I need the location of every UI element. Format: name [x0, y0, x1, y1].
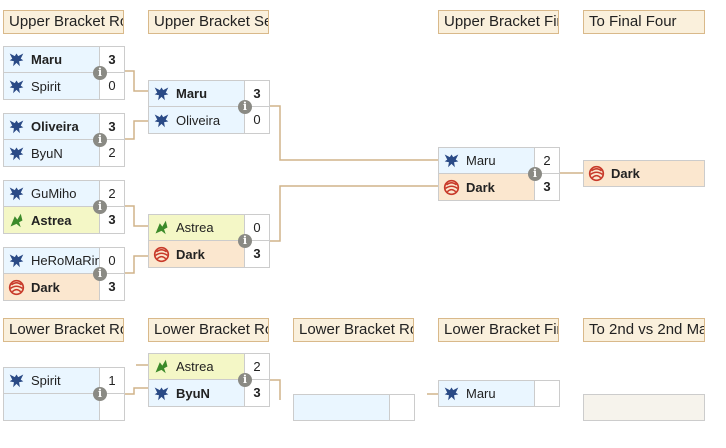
player-row[interactable]: Maru 3 [3, 46, 125, 73]
player-name[interactable]: Astrea [176, 359, 214, 374]
match-info-icon[interactable]: i [238, 100, 252, 114]
player-name[interactable]: Dark [611, 166, 640, 181]
player-row[interactable]: Astrea 0 [148, 214, 270, 241]
header-upper-bracket-semifinals: Upper Bracket Semifinals [148, 10, 269, 34]
match-ub1-4: HeRoMaRinE 0 Dark 3 i [3, 247, 125, 301]
match-lb3-1 [293, 394, 415, 448]
match-ub2-1: Maru 3 Oliveira 0 i [148, 80, 270, 134]
player-row[interactable]: GuMiho 2 [3, 180, 125, 207]
match-lb-final: Maru [438, 380, 560, 434]
player-row[interactable]: Oliveira 0 [148, 107, 270, 134]
player-name[interactable]: Dark [466, 179, 495, 195]
player-name[interactable]: Oliveira [176, 112, 221, 128]
player-name[interactable]: ByuN [31, 145, 63, 161]
match-info-icon[interactable]: i [93, 387, 107, 401]
match-ub1-2: Oliveira 3 ByuN 2 i [3, 113, 125, 167]
match-info-icon[interactable]: i [528, 167, 542, 181]
header-lower-bracket-round1: Lower Bracket Round 1 [3, 318, 124, 342]
player-score: 3 [534, 174, 559, 200]
player-row[interactable]: Astrea 2 [148, 353, 270, 380]
match-ub2-2: Astrea 0 Dark 3 i [148, 214, 270, 268]
zerg-icon [588, 165, 605, 182]
player-name[interactable]: Maru [31, 52, 63, 67]
header-lower-bracket-final: Lower Bracket Final [438, 318, 559, 342]
header-to-2nd-vs-2nd: To 2nd vs 2nd Match [583, 318, 705, 342]
player-score: 0 [244, 215, 269, 240]
player-row[interactable]: Oliveira 3 [3, 113, 125, 140]
terran-icon [8, 252, 25, 269]
zerg-icon [443, 179, 460, 196]
player-row[interactable]: Maru 2 [438, 147, 560, 174]
player-row[interactable]: Dark 3 [3, 274, 125, 301]
player-row[interactable]: HeRoMaRinE 0 [3, 247, 125, 274]
player-row[interactable]: Spirit 0 [3, 73, 125, 100]
player-row[interactable] [583, 394, 705, 421]
player-row[interactable]: ByuN 2 [3, 140, 125, 167]
terran-icon [443, 385, 460, 402]
header-to-final-four: To Final Four [583, 10, 705, 34]
player-score: 3 [99, 114, 124, 139]
player-name[interactable]: HeRoMaRinE [31, 253, 99, 268]
player-row[interactable]: Maru 3 [148, 80, 270, 107]
player-row[interactable]: Maru [438, 380, 560, 407]
terran-icon [8, 185, 25, 202]
match-info-icon[interactable]: i [238, 373, 252, 387]
advancer-final-four: Dark [583, 160, 705, 187]
match-lb1-1: Spirit 1 i [3, 367, 125, 421]
protoss-icon [8, 212, 25, 229]
match-ub1-1: Maru 3 Spirit 0 i [3, 46, 125, 100]
player-name[interactable]: Maru [466, 153, 496, 168]
player-name[interactable]: Dark [31, 279, 60, 295]
player-row[interactable] [3, 394, 125, 421]
player-row[interactable]: Dark [583, 160, 705, 187]
zerg-icon [153, 246, 170, 263]
protoss-icon [153, 358, 170, 375]
terran-icon [153, 112, 170, 129]
player-row[interactable]: ByuN 3 [148, 380, 270, 407]
player-name[interactable]: Dark [176, 246, 205, 262]
player-name[interactable]: Maru [466, 386, 496, 401]
player-name[interactable]: Oliveira [31, 119, 79, 134]
terran-icon [153, 85, 170, 102]
header-lower-bracket-round2: Lower Bracket Round 2 [148, 318, 269, 342]
header-upper-bracket-round1: Upper Bracket Round 1 [3, 10, 124, 34]
player-row[interactable]: Astrea 3 [3, 207, 125, 234]
player-name[interactable]: Spirit [31, 373, 61, 388]
match-lb2-1: Astrea 2 ByuN 3 i [148, 353, 270, 407]
match-ub-final: Maru 2 Dark 3 i [438, 147, 560, 201]
match-info-icon[interactable]: i [93, 133, 107, 147]
header-upper-bracket-final: Upper Bracket Final [438, 10, 559, 34]
terran-icon [153, 385, 170, 402]
player-row[interactable]: Dark 3 [438, 174, 560, 201]
bracket-connectors [122, 70, 583, 400]
player-row[interactable] [293, 394, 415, 421]
terran-icon [443, 152, 460, 169]
zerg-icon [8, 279, 25, 296]
match-info-icon[interactable]: i [93, 66, 107, 80]
terran-icon [8, 145, 25, 162]
terran-icon [8, 51, 25, 68]
player-name[interactable]: Astrea [31, 212, 72, 228]
match-info-icon[interactable]: i [238, 234, 252, 248]
header-lower-bracket-round3: Lower Bracket Round 3 [293, 318, 414, 342]
player-row[interactable]: Spirit 1 [3, 367, 125, 394]
match-ub1-3: GuMiho 2 Astrea 3 i [3, 180, 125, 234]
player-name[interactable]: ByuN [176, 385, 210, 401]
match-info-icon[interactable]: i [93, 200, 107, 214]
match-info-icon[interactable]: i [93, 267, 107, 281]
player-score: 2 [99, 140, 124, 166]
advancer-2nd-match [583, 394, 705, 421]
player-score: 3 [244, 81, 269, 106]
terran-icon [8, 372, 25, 389]
player-name[interactable]: Spirit [31, 78, 61, 94]
player-name[interactable]: Astrea [176, 220, 214, 235]
player-name[interactable]: GuMiho [31, 186, 77, 201]
terran-icon [8, 78, 25, 95]
player-name[interactable]: Maru [176, 86, 208, 101]
player-row[interactable]: Dark 3 [148, 241, 270, 268]
protoss-icon [153, 219, 170, 236]
terran-icon [8, 118, 25, 135]
